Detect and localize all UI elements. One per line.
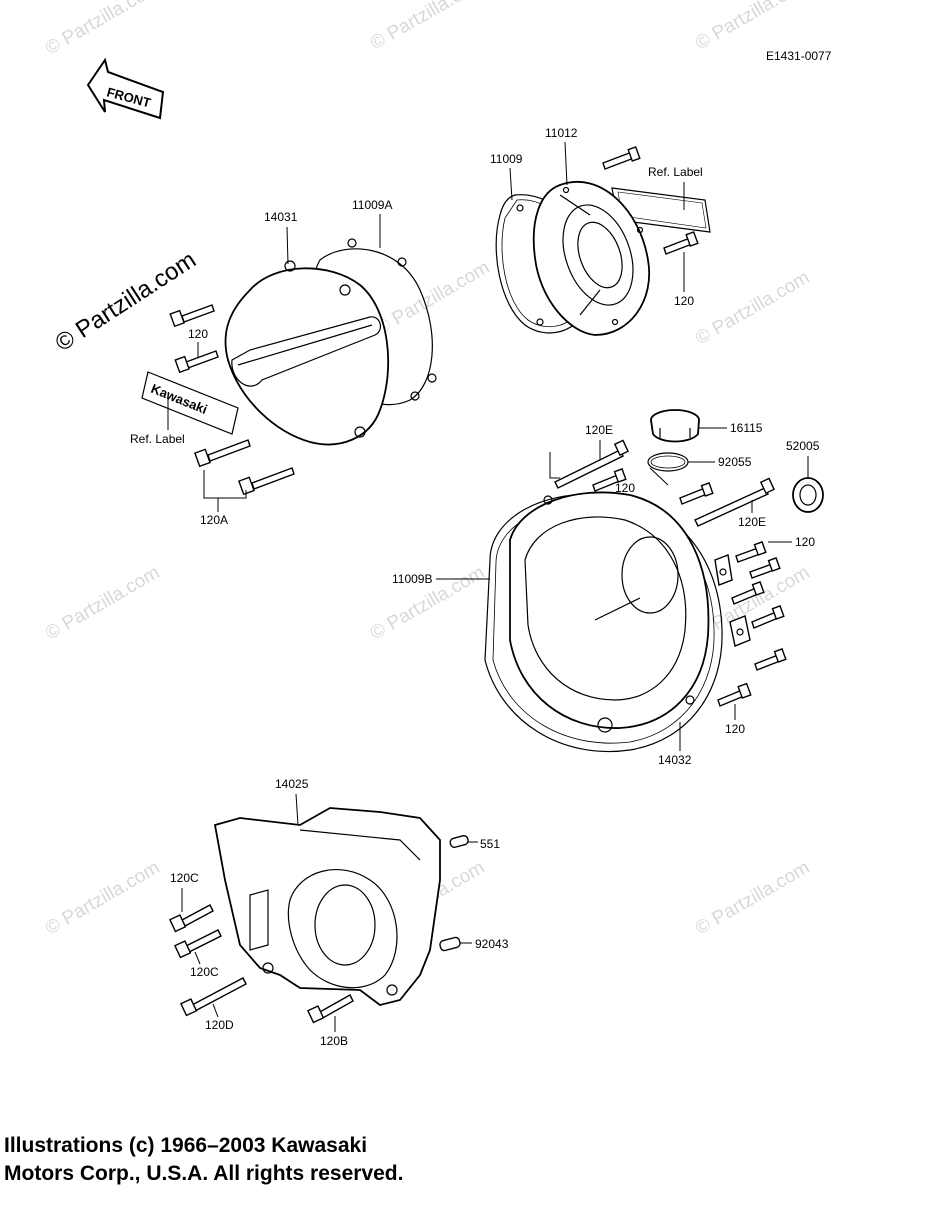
label-120c-bottom: 120C [190, 965, 219, 979]
label-120e-right: 120E [738, 515, 766, 529]
label-ref-top: Ref. Label [648, 165, 703, 179]
dowel-pin-92043-icon [439, 936, 461, 952]
bolt-icon [194, 439, 251, 468]
o-ring-92055-icon [647, 452, 689, 472]
bolt-icon [694, 477, 775, 527]
bolt-icon [174, 350, 219, 374]
bolt-icon [238, 467, 295, 496]
bolt-icon [169, 304, 215, 328]
label-11009b: 11009B [392, 572, 432, 586]
kawasaki-badge-icon: Kawasaki [141, 371, 239, 435]
label-120-mid: 120 [615, 481, 635, 495]
label-120b: 120B [320, 1034, 348, 1048]
bolt-icon [717, 682, 752, 707]
watermark-text: © Partzilla.com [692, 857, 813, 939]
bolt-icon [554, 439, 629, 489]
bolt-icon [169, 904, 214, 933]
label-120d: 120D [205, 1018, 234, 1032]
watermark-text: © Partzilla.com [42, 857, 163, 939]
bolt-icon [749, 557, 781, 579]
bolt-icon [735, 541, 767, 563]
label-120-left: 120 [188, 327, 208, 341]
cover-11012-icon [532, 180, 651, 336]
label-52005: 52005 [786, 439, 820, 453]
bolt-icon [751, 605, 785, 629]
copyright-line-1: Illustrations (c) 1966–2003 Kawasaki [4, 1134, 368, 1157]
label-120-lower-right: 120 [725, 722, 745, 736]
bolt-icon [663, 231, 699, 255]
watermark-text: © Partzilla.com [42, 0, 163, 59]
copyright-line-2: Motors Corp., U.S.A. All rights reserved… [4, 1162, 404, 1185]
clamp-icon [714, 554, 733, 586]
label-120-right: 120 [795, 535, 815, 549]
label-14025: 14025 [275, 777, 309, 791]
watermark-text: © Partzilla.com [367, 0, 488, 54]
label-ref-left: Ref. Label [130, 432, 185, 446]
bolt-icon [679, 482, 714, 505]
front-arrow-icon: FRONT [86, 57, 165, 120]
diagram-code: E1431-0077 [766, 49, 832, 63]
watermark-text: © Partzilla.com [692, 267, 813, 349]
bolt-icon [592, 468, 627, 492]
oil-seal-52005-icon [792, 477, 824, 513]
label-16115: 16115 [730, 421, 763, 435]
cover-14032-icon [509, 491, 710, 733]
bolt-icon [174, 929, 222, 959]
watermark-main: © Partzilla.com [51, 246, 201, 357]
label-120e-top: 120E [585, 423, 613, 437]
bolt-icon [731, 581, 765, 605]
bolt-icon [602, 146, 641, 170]
cover-14025-icon [213, 807, 441, 1006]
watermark-text: © Partzilla.com [42, 562, 163, 644]
label-551: 551 [480, 837, 500, 851]
label-11009: 11009 [490, 152, 523, 166]
label-14031: 14031 [264, 210, 298, 224]
label-120c-top: 120C [170, 871, 199, 885]
watermark-text: © Partzilla.com [372, 257, 493, 339]
label-120a: 120A [200, 513, 228, 527]
label-120-top-right: 120 [674, 294, 694, 308]
clamp-icon [729, 615, 751, 647]
bolt-icon [754, 648, 787, 671]
label-14032: 14032 [658, 753, 692, 767]
dowel-pin-551-icon [449, 835, 469, 848]
watermark-text: © Partzilla.com [692, 0, 813, 54]
label-11009a: 11009A [352, 198, 392, 212]
cover-14031-icon [224, 260, 390, 446]
bolt-icon [180, 977, 247, 1017]
label-92043: 92043 [475, 937, 509, 951]
oil-cap-16115-icon [650, 409, 700, 443]
label-92055: 92055 [718, 455, 752, 469]
label-11012: 11012 [545, 126, 578, 140]
badge-text: Kawasaki [149, 381, 210, 417]
bolt-icon [307, 994, 354, 1024]
watermark-layer: © Partzilla.com © Partzilla.com © Partzi… [42, 0, 813, 939]
